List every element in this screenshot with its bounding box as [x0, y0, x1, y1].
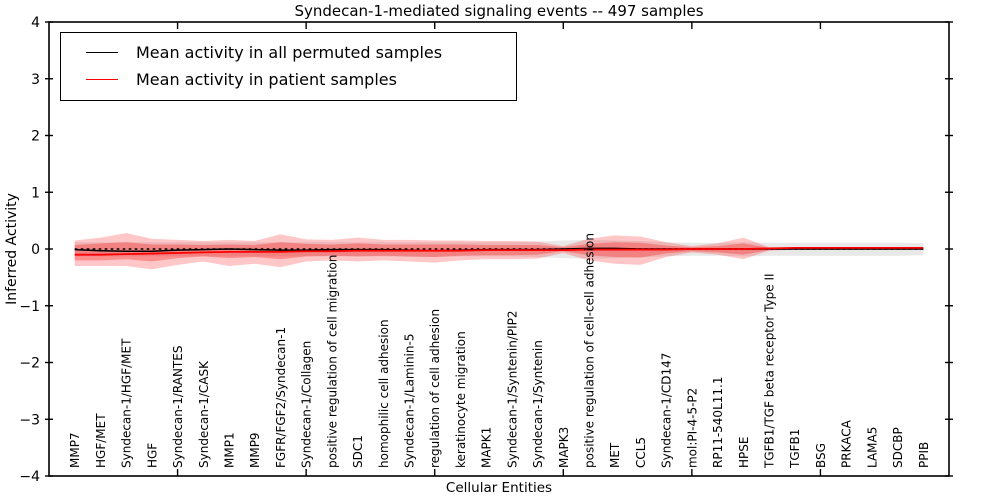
x-category-label: Syndecan-1/HGF/MET — [120, 338, 134, 468]
legend-item-permuted: Mean activity in all permuted samples — [61, 39, 516, 66]
x-category-label: PRKACA — [840, 419, 854, 468]
x-category-label: MAPK3 — [557, 427, 571, 468]
x-category-label: BSG — [814, 443, 828, 468]
x-category-label: Syndecan-1/Collagen — [300, 341, 314, 468]
legend-label: Mean activity in patient samples — [136, 70, 397, 89]
x-category-label: MMP9 — [248, 432, 262, 468]
y-axis-label: Inferred Activity — [4, 193, 20, 305]
y-tick-label: 4 — [31, 15, 40, 31]
x-category-label: SDCBP — [891, 427, 905, 468]
y-tick-label: −2 — [19, 356, 40, 372]
x-category-label: Syndecan-1/Laminin-5 — [403, 334, 417, 468]
x-category-label: FGFR/FGF2/Syndecan-1 — [274, 327, 288, 468]
x-category-label: homophilic cell adhesion — [377, 319, 391, 468]
x-category-label: SDC1 — [351, 435, 365, 468]
x-category-label: HPSE — [737, 437, 751, 468]
x-category-label: HGF — [145, 443, 159, 468]
x-category-label: keratinocyte migration — [454, 331, 468, 468]
x-category-label: CCL5 — [634, 437, 648, 468]
legend: Mean activity in all permuted samples Me… — [60, 32, 517, 101]
y-tick-label: 0 — [31, 242, 40, 258]
x-axis-label: Cellular Entities — [445, 480, 553, 496]
x-category-label: positive regulation of cell migration — [325, 255, 339, 468]
x-category-label: TGFB1/TGF beta receptor Type II — [763, 273, 777, 469]
y-tick-label: −3 — [19, 412, 40, 428]
x-category-label: MMP7 — [68, 432, 82, 468]
y-tick-label: 1 — [31, 185, 40, 201]
chart-title: Syndecan-1-mediated signaling events -- … — [294, 2, 704, 20]
x-category-label: mol:PI-4-5-P2 — [685, 388, 699, 468]
legend-item-patient: Mean activity in patient samples — [61, 66, 516, 93]
legend-label: Mean activity in all permuted samples — [136, 43, 443, 62]
x-category-label: MET — [608, 442, 622, 468]
patient-band-outer — [74, 233, 924, 270]
patient-band-inner — [74, 242, 924, 262]
x-category-label: Syndecan-1/Syntenin — [531, 340, 545, 468]
x-category-label: positive regulation of cell-cell adhesio… — [583, 233, 597, 468]
x-category-label: Syndecan-1/Syntenin/PIP2 — [505, 310, 519, 468]
permuted-line-swatch-icon — [86, 52, 118, 53]
y-tick-label: −1 — [19, 299, 40, 315]
x-category-label: Syndecan-1/CD147 — [660, 353, 674, 468]
x-category-label: Syndecan-1/RANTES — [171, 346, 185, 468]
y-tick-label: 2 — [31, 129, 40, 145]
x-category-label: MAPK1 — [480, 427, 494, 468]
x-category-label: HGF/MET — [94, 413, 108, 468]
patient-line-swatch-icon — [86, 79, 118, 80]
x-category-label: MMP1 — [223, 432, 237, 468]
y-tick-label: −4 — [19, 469, 40, 485]
patient-mean-line — [74, 246, 924, 256]
x-category-label: TGFB1 — [788, 429, 802, 469]
x-category-label: LAMA5 — [865, 427, 879, 468]
x-category-label: regulation of cell adhesion — [428, 309, 442, 468]
y-tick-label: 3 — [31, 72, 40, 88]
x-category-label: PPIB — [917, 442, 931, 468]
x-category-label: RP11-540L11.1 — [711, 377, 725, 468]
x-category-label: Syndecan-1/CASK — [197, 360, 211, 468]
